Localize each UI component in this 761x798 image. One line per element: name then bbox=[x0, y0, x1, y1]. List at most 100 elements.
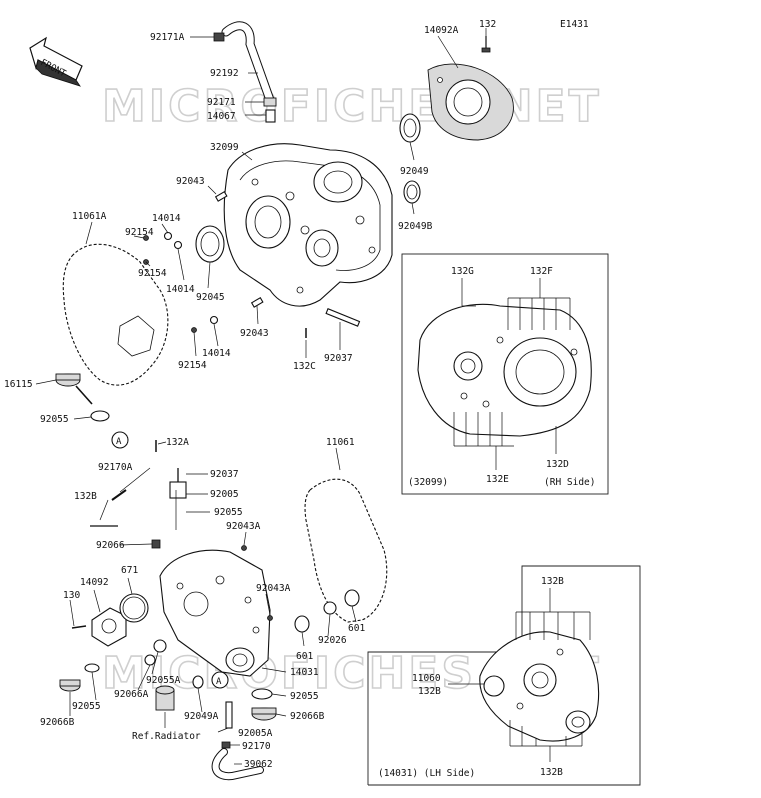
ref-a-lower: A bbox=[216, 677, 222, 687]
ring-92026 bbox=[323, 601, 337, 615]
callout-14092A: 14092A bbox=[424, 25, 459, 36]
callout-92026: 92026 bbox=[318, 635, 347, 646]
dowel-92043A-b bbox=[267, 615, 273, 621]
callout-92045: 92045 bbox=[196, 292, 225, 303]
breather-hose-92192 bbox=[221, 21, 275, 105]
shaft-92005A bbox=[225, 701, 233, 729]
clamp-92171A bbox=[213, 32, 225, 42]
callout-11061A: 11061A bbox=[72, 211, 107, 222]
callout-14092: 14092 bbox=[80, 577, 109, 588]
callout-92005: 92005 bbox=[210, 489, 239, 500]
callout-132-top: 132 bbox=[479, 19, 496, 30]
callout-92171A: 92171A bbox=[150, 32, 185, 43]
cover-14092 bbox=[91, 607, 127, 647]
callout-132G: 132G bbox=[451, 266, 474, 277]
inset-rh-frame bbox=[401, 253, 609, 495]
o-ring-671 bbox=[119, 593, 149, 623]
seal-92049A bbox=[192, 675, 204, 689]
dowel-pin-92043 bbox=[214, 191, 228, 202]
callout-92055A: 92055A bbox=[146, 675, 181, 686]
callout-92170A: 92170A bbox=[98, 462, 133, 473]
clamp-92171 bbox=[263, 97, 277, 107]
plug-92066 bbox=[151, 539, 161, 549]
dowel-92043A-a bbox=[241, 545, 247, 551]
leader-lines bbox=[35, 28, 487, 765]
oil-seal-92049 bbox=[399, 113, 421, 143]
inset-rh-caption-part: (32099) bbox=[408, 477, 448, 488]
crankcase-cover-32099 bbox=[223, 143, 393, 307]
callout-92043A-a: 92043A bbox=[226, 521, 261, 532]
callout-92037-top: 92037 bbox=[324, 353, 353, 364]
callout-14014-b: 14014 bbox=[166, 284, 195, 295]
callout-39062: 39062 bbox=[244, 759, 273, 770]
callout-601-b: 601 bbox=[296, 651, 313, 662]
oil-seal-92045 bbox=[195, 225, 225, 263]
bolt-92154-c bbox=[191, 327, 197, 333]
shaft-92005 bbox=[169, 481, 187, 499]
callout-132E: 132E bbox=[486, 474, 509, 485]
ref-a-upper: A bbox=[116, 437, 122, 447]
callout-92154-c: 92154 bbox=[178, 360, 207, 371]
diagram-code: E1431 bbox=[560, 19, 589, 30]
callout-92055-bot: 92055 bbox=[290, 691, 319, 702]
callout-32099: 32099 bbox=[210, 142, 239, 153]
callout-132B-top: 132B bbox=[541, 576, 564, 587]
cover-plate-14092A bbox=[427, 63, 514, 141]
callout-11060: 11060 bbox=[412, 673, 441, 684]
callout-92055-low: 92055 bbox=[72, 701, 101, 712]
washer-14014-c bbox=[209, 315, 219, 325]
shaft-92037 bbox=[325, 308, 361, 327]
inset-rh-side: 132G 132F 132E 132D (32099) (RH Side) bbox=[401, 253, 609, 495]
callout-92066A: 92066A bbox=[114, 689, 149, 700]
callout-14014-c: 14014 bbox=[202, 348, 231, 359]
callout-92049A: 92049A bbox=[184, 711, 219, 722]
callout-132D: 132D bbox=[546, 459, 569, 470]
o-ring-92055-lower bbox=[84, 663, 100, 673]
callout-14014-a: 14014 bbox=[152, 213, 181, 224]
callout-14067: 14067 bbox=[207, 111, 236, 122]
callout-92055-mid: 92055 bbox=[214, 507, 243, 518]
inset-lh-caption: (14031) (LH Side) bbox=[378, 768, 475, 779]
fitting-14067 bbox=[265, 109, 276, 123]
o-ring-92055-left bbox=[90, 410, 110, 422]
callout-92171: 92171 bbox=[207, 97, 236, 108]
callout-671: 671 bbox=[121, 565, 138, 576]
filler-cap-16115 bbox=[55, 373, 93, 405]
gasket-11061 bbox=[304, 478, 388, 623]
callout-92066B-right: 92066B bbox=[290, 711, 325, 722]
watermark-top: MICROFICHES.NET bbox=[102, 81, 602, 132]
callout-92037: 92037 bbox=[210, 469, 239, 480]
inset-rh-caption-side: (RH Side) bbox=[544, 477, 595, 488]
callout-132C: 132C bbox=[293, 361, 316, 372]
callout-92043-b: 92043 bbox=[240, 328, 269, 339]
callout-132F: 132F bbox=[530, 266, 553, 277]
radiator-fitting bbox=[155, 685, 175, 711]
callout-92170: 92170 bbox=[242, 741, 271, 752]
drain-plug-92066B-left bbox=[59, 679, 81, 692]
seal-601-b bbox=[294, 615, 310, 633]
ref-circle-a-lower bbox=[211, 671, 229, 689]
hose-39062 bbox=[211, 748, 264, 781]
ref-circle-a bbox=[111, 431, 129, 449]
callout-92043A-b: 92043A bbox=[256, 583, 291, 594]
callout-92192: 92192 bbox=[210, 68, 239, 79]
inset-lh-side: 132B 11060 132B 132B (14031) (LH Side) bbox=[367, 565, 641, 786]
inset-lh-frame bbox=[367, 565, 641, 786]
o-ring-92055-right bbox=[251, 688, 273, 700]
gasket-11061A bbox=[62, 243, 169, 386]
washer-14014-b bbox=[173, 240, 183, 250]
callout-132B-left: 132B bbox=[74, 491, 97, 502]
callout-11061: 11061 bbox=[326, 437, 355, 448]
drain-plug-92066B-right bbox=[251, 707, 277, 721]
callout-92154-b: 92154 bbox=[138, 268, 167, 279]
callout-132B-bot: 132B bbox=[540, 767, 563, 778]
callout-92005A: 92005A bbox=[238, 728, 273, 739]
callout-16115: 16115 bbox=[4, 379, 33, 390]
seal-601-a bbox=[344, 589, 360, 607]
callout-132A: 132A bbox=[166, 437, 189, 448]
callout-92066: 92066 bbox=[96, 540, 125, 551]
callout-92154-a: 92154 bbox=[125, 227, 154, 238]
callout-92049B: 92049B bbox=[398, 221, 433, 232]
